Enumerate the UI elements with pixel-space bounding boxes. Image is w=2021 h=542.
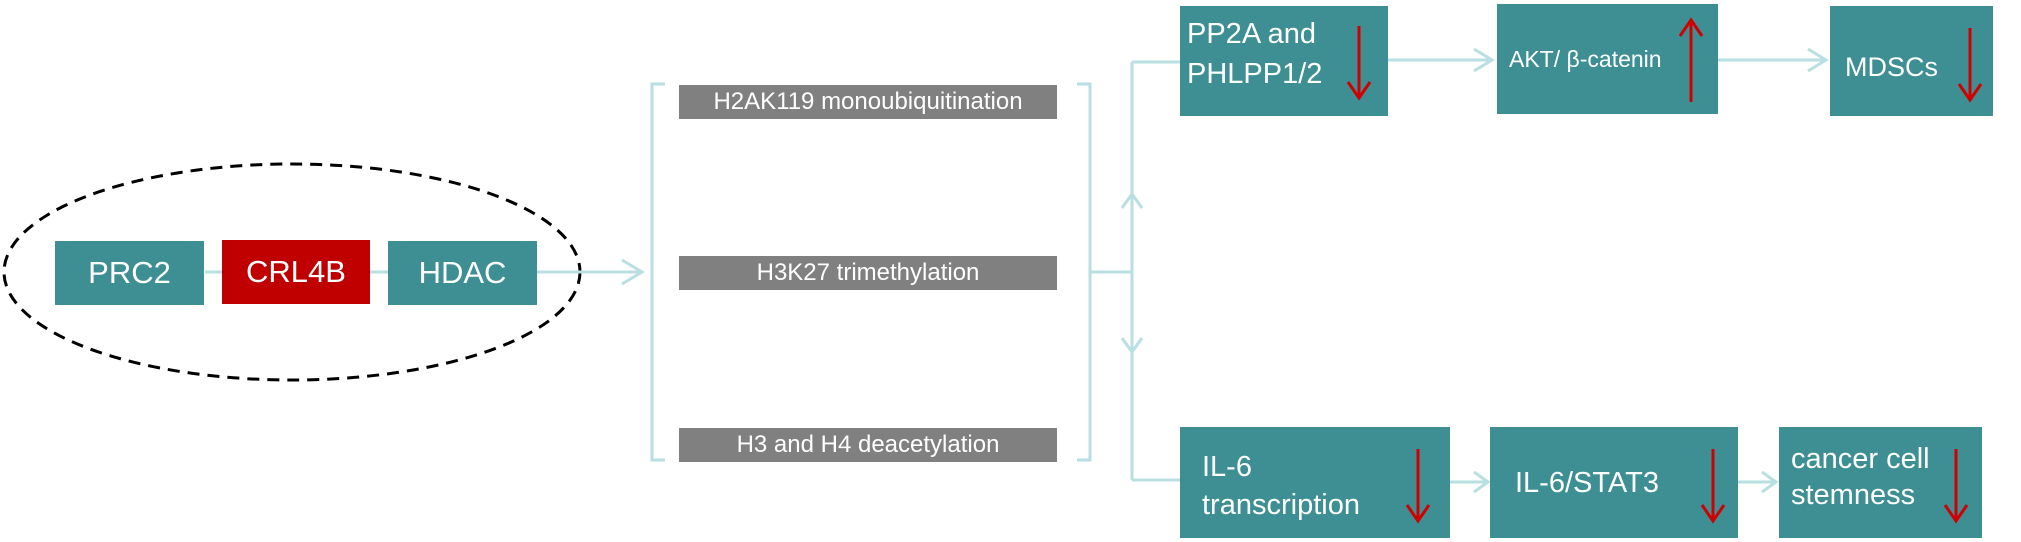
crl4b-box: CRL4B	[222, 240, 370, 304]
h2ak119-mark: H2AK119 monoubiquitination	[679, 85, 1057, 119]
pp2a-label-line1: PP2A and	[1187, 18, 1316, 50]
prc2-label: PRC2	[88, 255, 171, 290]
il6-transcription-box: IL-6 transcription	[1180, 427, 1450, 538]
h3k27-mark: H3K27 trimethylation	[679, 256, 1057, 290]
mdscs-label: MDSCs	[1845, 52, 1938, 82]
akt-box: AKT/ β-catenin	[1497, 4, 1718, 114]
hdac-box: HDAC	[388, 241, 537, 305]
down-arrow-icon	[1405, 449, 1431, 524]
down-arrow-icon	[1943, 449, 1969, 524]
pp2a-box: PP2A and PHLPP1/2	[1180, 6, 1388, 116]
il6-stat3-box: IL-6/STAT3	[1490, 427, 1738, 538]
h3h4-label: H3 and H4 deacetylation	[736, 431, 1000, 458]
mdscs-box: MDSCs	[1830, 6, 1993, 116]
down-arrow-icon	[1700, 449, 1726, 524]
stemness-label-line1: cancer cell	[1791, 443, 1930, 475]
up-arrow-icon	[1678, 17, 1704, 102]
pp2a-label-line2: PHLPP1/2	[1187, 58, 1323, 90]
h3k27-label: H3K27 trimethylation	[756, 259, 980, 286]
il6-label-line1: IL-6	[1202, 451, 1252, 483]
il6-label-line2: transcription	[1202, 489, 1360, 521]
h3h4-mark: H3 and H4 deacetylation	[679, 428, 1057, 462]
stemness-box: cancer cell stemness	[1779, 427, 1982, 538]
hdac-label: HDAC	[418, 255, 507, 290]
akt-label: AKT/ β-catenin	[1509, 46, 1662, 72]
down-arrow-icon	[1346, 26, 1372, 101]
prc2-box: PRC2	[55, 241, 204, 305]
h2ak119-label: H2AK119 monoubiquitination	[713, 88, 1023, 115]
down-arrow-icon	[1957, 28, 1983, 103]
il6stat3-label: IL-6/STAT3	[1515, 467, 1659, 499]
crl4b-label: CRL4B	[246, 254, 346, 289]
stemness-label-line2: stemness	[1791, 479, 1916, 511]
